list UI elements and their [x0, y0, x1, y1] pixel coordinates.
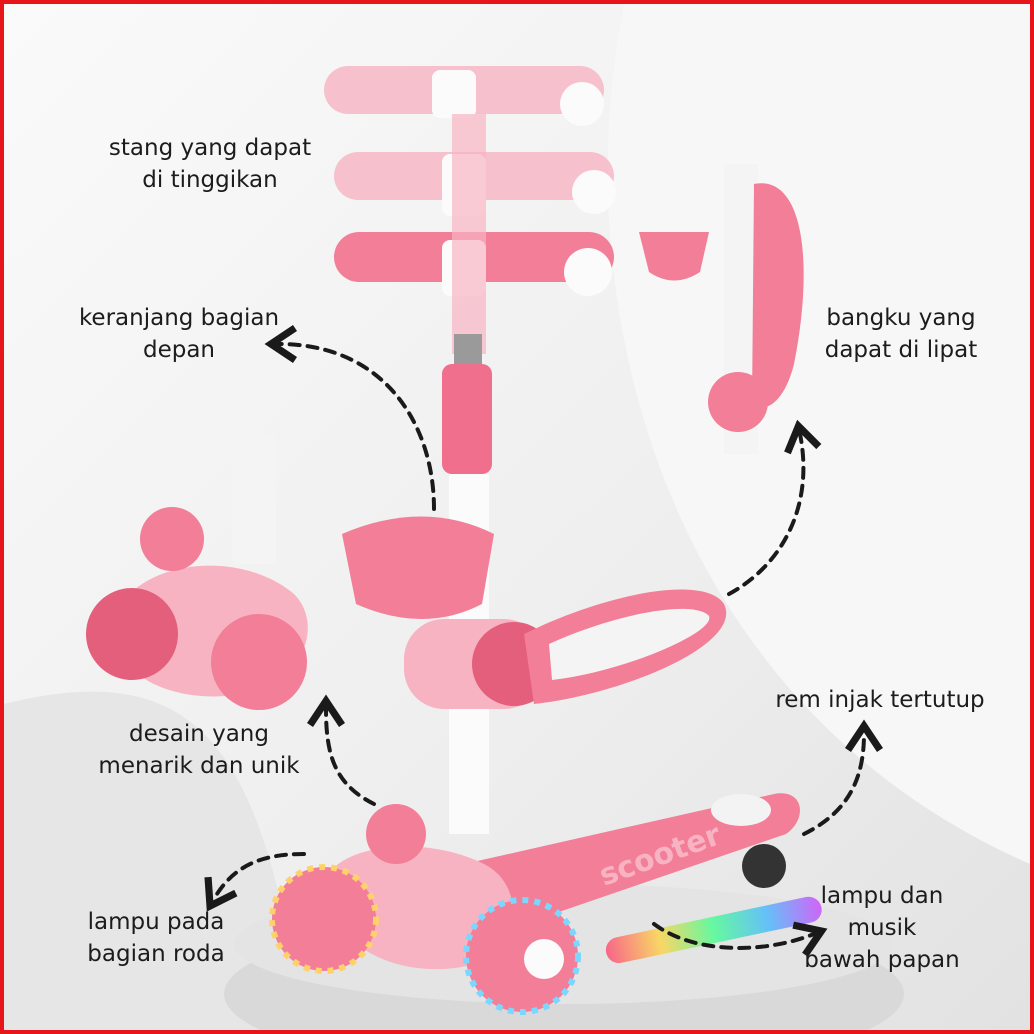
closeup-wheel-left [86, 588, 178, 680]
label-handlebar: stang yang dapat di tinggikan [108, 135, 312, 193]
closeup-stem [232, 434, 276, 564]
folded-seat [752, 183, 804, 408]
label-design: desain yang menarik dan unik [98, 721, 300, 779]
arrow-seat [727, 419, 822, 596]
seat-cushion [549, 608, 710, 680]
arrow-wheel-light [204, 852, 306, 912]
label-basket: keranjang bagian depan [78, 305, 280, 363]
grip-end-middle [572, 170, 616, 214]
arrows [204, 325, 883, 957]
arrow-basket [264, 325, 436, 511]
scooter-illustration: scooter [4, 4, 1030, 1030]
closeup-wheel-right [211, 614, 307, 710]
background-arch-shadow [4, 691, 304, 1030]
folded-hinge [708, 372, 768, 432]
deck-light [605, 896, 822, 964]
closeup-dino [140, 507, 204, 571]
dino-figure [366, 804, 426, 864]
front-basket [342, 516, 494, 619]
handlebar-clamp-top [432, 70, 476, 118]
front-wheel-right [463, 897, 581, 1015]
deck [464, 793, 800, 924]
label-wheel-light: lampu pada bagian roda [87, 909, 225, 967]
paw-badge [524, 939, 564, 979]
folded-basket [639, 232, 709, 281]
rear-wheel [742, 844, 786, 888]
label-brake: rem injak tertutup [775, 687, 985, 713]
design-closeup [86, 434, 308, 710]
folded-seat-closeup [639, 164, 804, 454]
arrow-deck-light [652, 921, 828, 957]
grip-end-top [560, 82, 604, 126]
label-deck-light: lampu dan musik bawah papan [804, 883, 960, 973]
stem-collar [442, 364, 492, 474]
label-seat: bangku yang dapat di lipat [824, 305, 978, 363]
front-wheel-left [269, 864, 379, 974]
grip-end-bottom [564, 248, 612, 296]
arrow-design [307, 694, 376, 806]
rear-brake [711, 794, 771, 826]
stem-upper [452, 114, 486, 354]
arrow-brake [802, 719, 883, 836]
